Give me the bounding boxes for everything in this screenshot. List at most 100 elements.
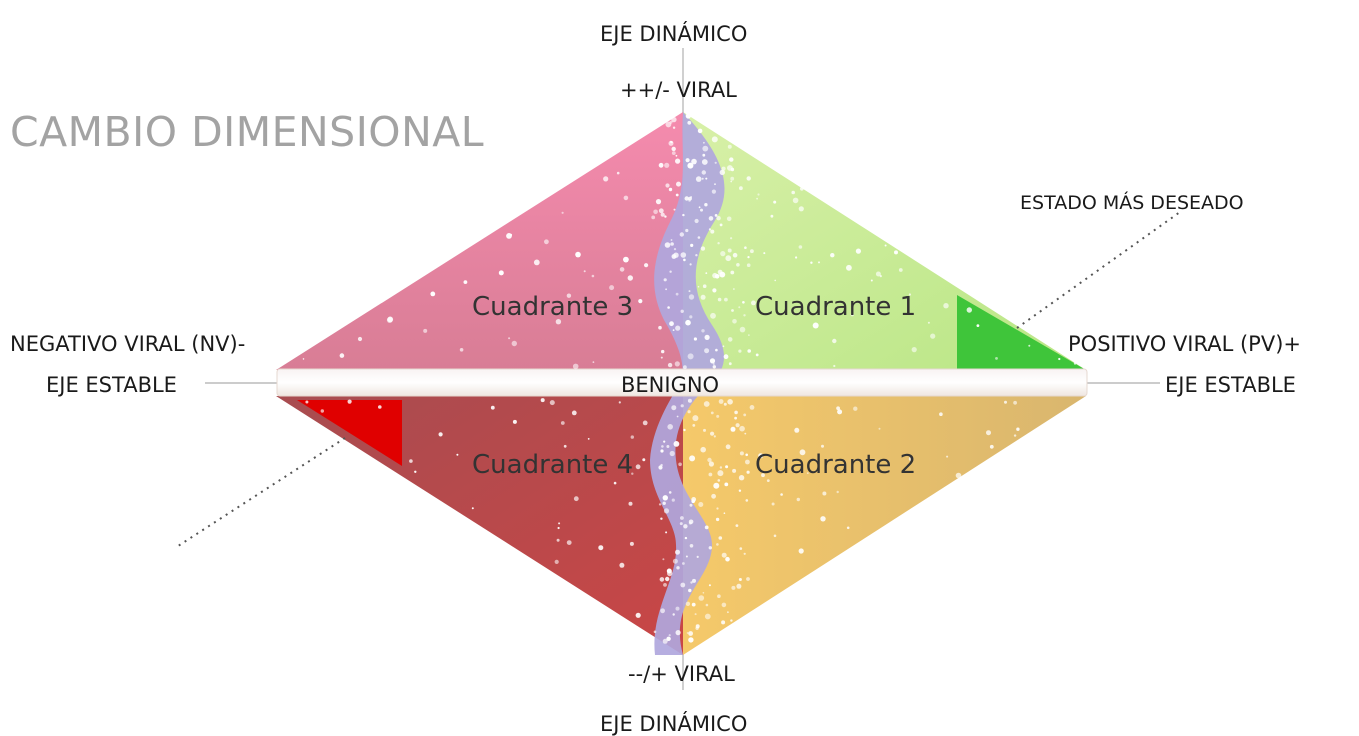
sparkle-dot xyxy=(690,243,694,247)
sparkle-dot xyxy=(756,197,758,200)
sparkle-dot xyxy=(746,577,750,581)
sparkle-dot xyxy=(719,169,725,176)
sparkle-dot xyxy=(666,568,672,574)
sparkle-dot xyxy=(697,236,701,239)
sparkle-dot xyxy=(728,362,732,366)
sparkle-dot xyxy=(727,248,732,253)
sparkle-dot xyxy=(665,576,670,582)
sparkle-dot xyxy=(679,232,684,237)
sparkle-dot xyxy=(670,239,673,241)
sparkle-dot xyxy=(698,502,704,507)
sparkle-dot xyxy=(463,280,468,284)
sparkle-dot xyxy=(943,303,949,309)
sparkle-dot xyxy=(733,288,735,290)
sparkle-dot xyxy=(691,497,697,502)
sparkle-dot xyxy=(720,251,726,257)
sparkle-dot xyxy=(884,244,887,247)
sparkle-dot xyxy=(738,349,742,353)
sparkle-dot xyxy=(798,245,803,249)
sparkle-dot xyxy=(676,566,680,570)
sparkle-dot xyxy=(653,630,657,634)
sparkle-dot xyxy=(642,420,648,426)
sparkle-dot xyxy=(571,410,577,416)
sparkle-dot xyxy=(566,293,572,298)
viral-top-label: ++/- VIRAL xyxy=(620,78,737,102)
sparkle-dot xyxy=(796,497,800,502)
sparkle-dot xyxy=(794,427,800,433)
sparkle-dot xyxy=(736,583,742,589)
sparkle-dot xyxy=(806,472,809,474)
sparkle-dot xyxy=(812,322,819,329)
sparkle-dot xyxy=(618,401,621,404)
sparkle-dot xyxy=(747,256,750,259)
sparkle-dot xyxy=(675,549,680,555)
sparkle-dot xyxy=(1004,400,1007,404)
sparkle-dot xyxy=(680,582,686,588)
sparkle-dot xyxy=(320,409,324,413)
sparkle-dot xyxy=(672,613,675,616)
sparkle-dot xyxy=(682,562,685,565)
sparkle-dot xyxy=(702,284,707,289)
sparkle-dot xyxy=(716,216,721,221)
sparkle-dot xyxy=(721,552,727,558)
quadrant-3-area xyxy=(276,112,683,370)
sparkle-dot xyxy=(702,592,705,594)
sparkle-dot xyxy=(712,363,715,365)
sparkle-dot xyxy=(766,479,770,482)
sparkle-dot xyxy=(743,413,747,417)
sparkle-dot xyxy=(727,399,733,405)
quadrant-4-label: Cuadrante 4 xyxy=(472,450,634,480)
sparkle-dot xyxy=(708,216,714,221)
sparkle-dot xyxy=(748,334,750,336)
sparkle-dot xyxy=(685,113,691,119)
sparkle-dot xyxy=(627,275,633,281)
sparkle-dot xyxy=(623,195,629,201)
sparkle-dot xyxy=(623,256,629,263)
sparkle-dot xyxy=(735,524,739,527)
sparkle-dot xyxy=(680,252,687,258)
sparkle-dot xyxy=(821,444,824,448)
sparkle-dot xyxy=(689,544,694,548)
sparkle-dot xyxy=(563,444,567,448)
sparkle-dot xyxy=(724,297,728,302)
sparkle-dot xyxy=(734,410,738,415)
sparkle-dot xyxy=(738,489,742,492)
sparkle-dot xyxy=(658,325,662,330)
sparkle-dot xyxy=(744,246,747,249)
sparkle-dot xyxy=(738,475,745,481)
sparkle-dot xyxy=(722,345,725,348)
sparkle-dot xyxy=(642,458,646,462)
sparkle-dot xyxy=(573,496,579,502)
sparkle-dot xyxy=(658,162,664,168)
sparkle-dot xyxy=(688,294,695,300)
sparkle-dot xyxy=(739,326,746,333)
quadrant-2-label: Cuadrante 2 xyxy=(755,450,917,480)
sparkle-dot xyxy=(795,256,798,259)
sparkle-dot xyxy=(732,319,737,324)
viral-bottom-label: --/+ VIRAL xyxy=(628,662,735,686)
sparkle-dot xyxy=(689,263,692,266)
sparkle-dot xyxy=(688,290,691,293)
sparkle-dot xyxy=(671,116,677,123)
sparkle-dot xyxy=(533,259,540,266)
sparkle-dot xyxy=(746,176,751,181)
sparkle-dot xyxy=(822,491,827,496)
sparkle-dot xyxy=(660,356,663,359)
sparkle-dot xyxy=(739,547,743,550)
sparkle-dot xyxy=(662,495,668,501)
sparkle-dot xyxy=(554,559,559,565)
sparkle-dot xyxy=(761,473,765,478)
sparkle-dot xyxy=(747,349,751,353)
sparkle-dot xyxy=(672,126,676,129)
sparkle-dot xyxy=(619,267,625,272)
sparkle-dot xyxy=(718,399,724,404)
sparkle-dot xyxy=(629,541,634,546)
sparkle-dot xyxy=(687,162,694,169)
sparkle-dot xyxy=(302,358,305,360)
sparkle-dot xyxy=(1016,427,1020,431)
sparkle-dot xyxy=(723,354,729,360)
sparkle-dot xyxy=(898,268,903,272)
sparkle-dot xyxy=(911,347,917,353)
sparkle-dot xyxy=(688,637,694,643)
sparkle-dot xyxy=(708,584,711,587)
